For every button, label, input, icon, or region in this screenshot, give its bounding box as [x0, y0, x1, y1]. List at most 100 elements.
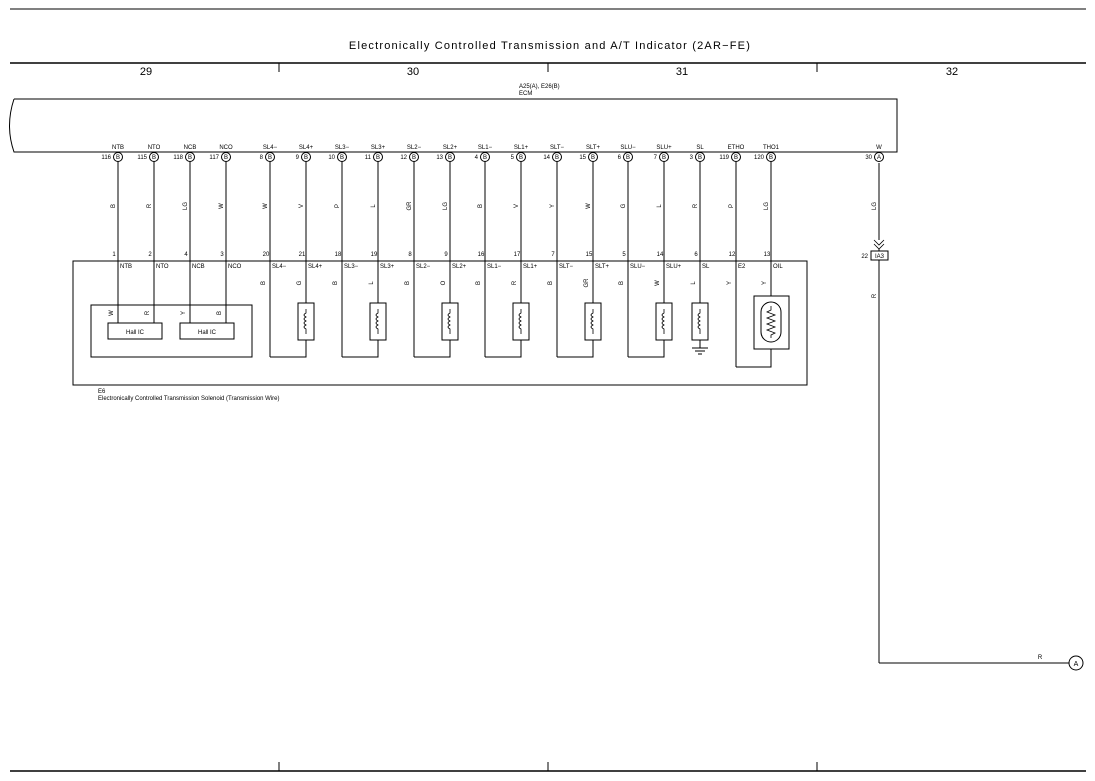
ecm-connector-letter: B: [662, 155, 666, 161]
column-dividers: [278, 63, 818, 771]
connector-pin-icon: [874, 152, 884, 162]
wire-color-label: P: [335, 204, 341, 208]
ecm-pin-number: 118: [173, 155, 183, 161]
solenoid-pin-number: 16: [478, 252, 485, 258]
ecm-pin-name: ETHO: [728, 145, 745, 151]
ecm-pin-number: 117: [209, 155, 219, 161]
wire-color-label: R: [147, 203, 153, 208]
wire-color-label: W: [109, 310, 115, 316]
hall-ic-label: Hall IC: [126, 330, 145, 336]
wire-color-label: LG: [183, 202, 189, 210]
wire-color-label: W: [586, 203, 592, 209]
solenoid-pin-name: SL2−: [416, 264, 431, 270]
solenoid-pin-name: SL2+: [452, 264, 467, 270]
ecm-pin-name: NTB: [112, 145, 124, 151]
solenoid-ref: E6: [98, 389, 106, 395]
ecm-connector-letter: B: [268, 155, 272, 161]
ecm-pin-number: 30: [865, 155, 872, 161]
ecm-pin-number: 120: [754, 155, 765, 161]
solenoid-pin-number: 8: [408, 252, 412, 258]
ecm-pin-name: SL3+: [371, 145, 386, 151]
solenoid-pin-number: 2: [148, 252, 152, 258]
ecm-pin-name: THO1: [763, 145, 780, 151]
ecm-connector-letter: B: [626, 155, 630, 161]
wire-color-label: Y: [727, 281, 733, 285]
ecm-connector-letter: B: [555, 155, 559, 161]
wire-color-label: B: [217, 311, 223, 315]
solenoid-pin-name: E2: [738, 264, 746, 270]
wire-color-label: O: [441, 280, 447, 285]
wire-color-label: R: [693, 203, 699, 208]
solenoid-pins: 1NTBW2NTOR4NCBY3NCOB20SL4−B21SL4+G18SL3−…: [109, 252, 783, 316]
wire-color-label: W: [655, 280, 661, 286]
offpage-connector-label: A: [1074, 661, 1079, 668]
coil-icon: [697, 309, 701, 334]
solenoid-pin-name: NCB: [192, 264, 205, 270]
junction-ref: IA3: [875, 254, 885, 260]
ecm-pin-name: SL2−: [407, 145, 422, 151]
thermistor-body: [760, 301, 782, 343]
ecm-connector-letter: B: [734, 155, 738, 161]
coil-box: [369, 302, 387, 341]
wire-color-label: W: [263, 203, 269, 209]
coil-icon: [447, 309, 451, 334]
column-number: 29: [140, 66, 152, 78]
ecm-connector-letter: B: [591, 155, 595, 161]
wire-color-label: LG: [443, 202, 449, 210]
solenoid-pin-number: 12: [729, 252, 736, 258]
ecm-connector-letter: B: [376, 155, 380, 161]
solenoid-pin-name: SL4−: [272, 264, 287, 270]
wire-color-label: B: [548, 281, 554, 285]
ecm-pin-number: 119: [719, 155, 729, 161]
solenoid-coil: [628, 302, 673, 358]
wire-color-label: V: [514, 204, 520, 208]
ecm-pin-number: 4: [475, 155, 479, 161]
junction-pin-number: 22: [861, 254, 868, 260]
wire-color-label: R: [872, 293, 878, 298]
coil-icon: [375, 309, 379, 334]
wire-color-label: B: [476, 281, 482, 285]
diagram-title: Electronically Controlled Transmission a…: [349, 40, 751, 52]
w-circuit: IA3 22 R R A: [861, 163, 1084, 671]
solenoid-pin-name: SLT+: [595, 264, 610, 270]
solenoid-pin-name: SLT−: [559, 264, 574, 270]
wire-color-label: R: [512, 280, 518, 285]
wire-color-label: Y: [550, 204, 556, 208]
solenoid-component: Hall IC Hall IC E6 Electronically Contro…: [72, 260, 808, 402]
solenoid-pin-number: 21: [299, 252, 306, 258]
column-number: 30: [407, 66, 419, 78]
solenoid-pin-number: 13: [764, 252, 771, 258]
solenoid-pin-name: SLU−: [630, 264, 646, 270]
wire-color-label: B: [478, 204, 484, 208]
ecm-pin-number: 10: [328, 155, 335, 161]
coil-box: [512, 302, 530, 341]
ecm-pin-name: SL1+: [514, 145, 529, 151]
solenoid-coil: [691, 302, 709, 341]
solenoid-pin-name: SL3−: [344, 264, 359, 270]
solenoid-pin-number: 3: [220, 252, 224, 258]
solenoid-pin-name: SLU+: [666, 264, 682, 270]
wire-color-label: Y: [762, 281, 768, 285]
ecm-connector-letter: B: [340, 155, 344, 161]
connector-chevron-icon: [873, 239, 885, 250]
wire-color-label: GR: [407, 201, 413, 211]
